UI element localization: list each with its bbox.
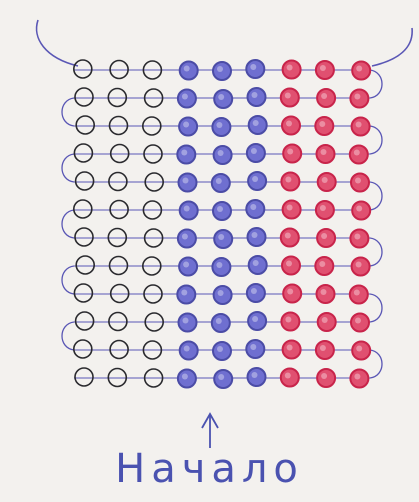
bead-highlight [181, 290, 187, 296]
bead-highlight [321, 149, 327, 155]
bead-highlight [251, 148, 257, 154]
bead-highlight [354, 94, 360, 100]
bead-highlight [182, 234, 188, 240]
bead-highlight [356, 206, 362, 212]
bead-highlight [218, 374, 224, 380]
bead-highlight [287, 205, 293, 211]
bead-highlight [183, 178, 189, 184]
bead-highlight [286, 121, 292, 127]
bead-highlight [184, 206, 190, 212]
bead-highlight [252, 372, 258, 378]
bead-highlight [182, 94, 188, 100]
bead-highlight [252, 92, 258, 98]
bead-highlight [321, 373, 327, 379]
bead-highlight [250, 204, 256, 210]
bead-highlight [252, 232, 258, 238]
bead-highlight [184, 346, 190, 352]
bead-highlight [183, 318, 189, 324]
bead-highlight [252, 316, 258, 322]
bead-highlight [319, 261, 325, 267]
bead-highlight [217, 206, 223, 212]
bead-highlight [285, 233, 291, 239]
bead-highlight [354, 374, 360, 380]
bead-highlight [216, 178, 222, 184]
bead-highlight [216, 318, 222, 324]
bead-highlight [354, 150, 360, 156]
bead-highlight [285, 317, 291, 323]
bead-highlight [320, 65, 326, 71]
bead-highlight [252, 176, 258, 182]
bead-highlight [253, 260, 259, 266]
bead-highlight [218, 150, 224, 156]
bead-highlight [250, 344, 256, 350]
bead-highlight [322, 317, 328, 323]
bead-highlight [285, 93, 291, 99]
bead-highlight [218, 290, 224, 296]
bead-highlight [287, 345, 293, 351]
bead-highlight [287, 149, 293, 155]
bead-highlight [320, 205, 326, 211]
bead-highlight [286, 261, 292, 267]
bead-highlight [322, 177, 328, 183]
bead-highlight [321, 233, 327, 239]
bead-highlight [182, 374, 188, 380]
bead-highlight [320, 345, 326, 351]
bead-highlight [217, 66, 223, 72]
bead-highlight [287, 289, 293, 295]
bead-highlight [216, 122, 222, 128]
bead-highlight [251, 288, 257, 294]
start-caption: Начало [0, 446, 419, 492]
bead-highlight [181, 150, 187, 156]
bead-highlight [285, 373, 291, 379]
bead-highlight [356, 346, 362, 352]
bead-highlight [354, 290, 360, 296]
bead-highlight [354, 234, 360, 240]
bead-highlight [183, 262, 189, 268]
bead-highlight [184, 66, 190, 72]
bead-highlight [319, 121, 325, 127]
bead-highlight [287, 65, 293, 71]
bead-highlight [355, 318, 361, 324]
bead-highlight [218, 94, 224, 100]
bead-highlight [217, 346, 223, 352]
bead-highlight [183, 122, 189, 128]
bead-highlight [321, 289, 327, 295]
bead-highlight [356, 66, 362, 72]
bead-highlight [356, 262, 362, 268]
bead-highlight [218, 234, 224, 240]
bead-highlight [216, 262, 222, 268]
bead-highlight [355, 178, 361, 184]
bead-highlight [253, 120, 259, 126]
bead-highlight [321, 93, 327, 99]
bead-highlight [356, 122, 362, 128]
bead-highlight [250, 64, 256, 70]
bead-highlight [285, 177, 291, 183]
